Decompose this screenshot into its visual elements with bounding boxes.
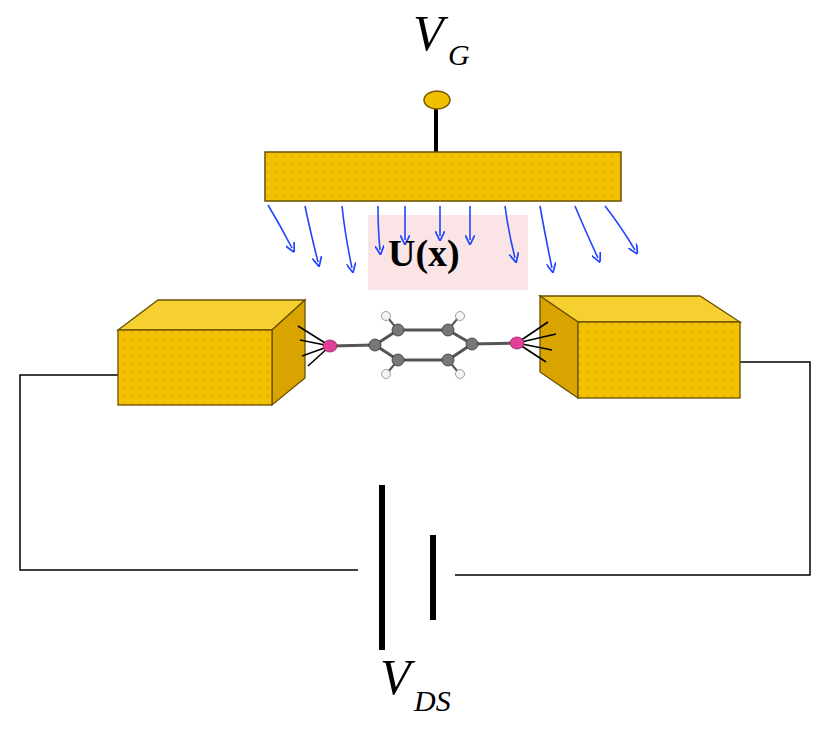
drain-source-voltage-subscript: DS <box>414 686 451 716</box>
gate-voltage-subscript: G <box>448 40 470 70</box>
drain-electrode <box>540 296 740 398</box>
gate-voltage-symbol: V <box>413 8 444 58</box>
benzene-dithiol-molecule <box>323 312 524 379</box>
potential-label: U(x) <box>388 234 460 272</box>
drain-source-voltage-symbol: V <box>380 652 411 702</box>
contact-bond <box>298 322 556 366</box>
gate-electrode <box>265 91 621 201</box>
battery-symbol <box>382 485 433 650</box>
source-electrode <box>118 300 305 405</box>
potential-region <box>368 215 528 290</box>
